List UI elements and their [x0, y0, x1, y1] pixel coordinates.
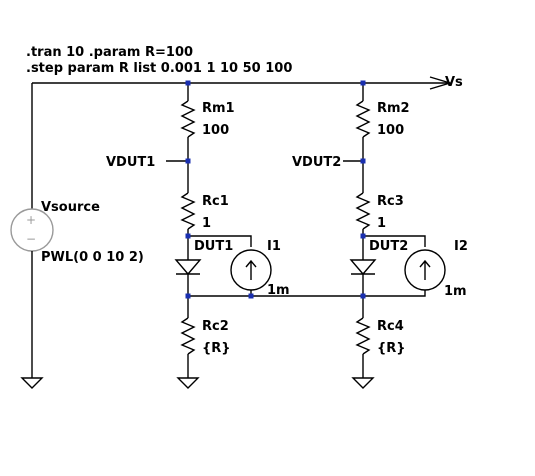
junction-bus-2 [360, 293, 366, 299]
i1-top-wire [188, 235, 252, 247]
i2-top-wire [363, 235, 426, 247]
i1-arrow-icon [245, 259, 257, 280]
dut2-label: DUT2 [369, 239, 408, 254]
rm2-value: 100 [377, 123, 404, 138]
i2-arrow-icon [419, 259, 431, 280]
directive-tran: .tran 10 .param R=100 [26, 45, 193, 60]
rm1-name: Rm1 [202, 101, 235, 116]
rc4-name: Rc4 [377, 319, 404, 334]
rm2-name: Rm2 [377, 101, 410, 116]
junction-vdut1 [185, 158, 191, 164]
rc2-name: Rc2 [202, 319, 229, 334]
i2-name: I2 [454, 239, 468, 254]
vdut1-label: VDUT1 [106, 155, 155, 170]
junction-dut2 [360, 233, 366, 239]
vsource-ground-icon [20, 377, 44, 389]
rm1-value: 100 [202, 123, 229, 138]
junction-bus-1 [185, 293, 191, 299]
rc1-resistor [180, 192, 196, 230]
rm2-resistor [355, 100, 371, 138]
vsource-name: Vsource [41, 200, 100, 215]
rc1-name: Rc1 [202, 194, 229, 209]
branch1-ground-icon [176, 377, 200, 389]
i1-name: I1 [267, 239, 281, 254]
vs-flag [429, 76, 453, 90]
rc4-resistor [355, 317, 371, 355]
rc2-value: {R} [202, 341, 231, 356]
vs-net-label: Vs [445, 75, 463, 90]
dut2-diode [349, 259, 377, 276]
branch2-ground-icon [351, 377, 375, 389]
vdut2-label: VDUT2 [292, 155, 341, 170]
junction-top-2 [360, 80, 366, 86]
junction-dut1 [185, 233, 191, 239]
i1-value: 1m [267, 283, 290, 298]
vsource-value: PWL(0 0 10 2) [41, 250, 144, 265]
dut1-diode [174, 259, 202, 276]
rc3-resistor [355, 192, 371, 230]
dut1-label: DUT1 [194, 239, 233, 254]
junction-i1 [248, 293, 254, 299]
rm1-resistor [180, 100, 196, 138]
vsource-plus: + [26, 213, 36, 227]
i2-value: 1m [444, 284, 467, 299]
i2-bottom-wire [363, 290, 426, 297]
junction-top-1 [185, 80, 191, 86]
rc1-value: 1 [202, 216, 211, 231]
rc3-name: Rc3 [377, 194, 404, 209]
rc3-value: 1 [377, 216, 386, 231]
directive-step: .step param R list 0.001 1 10 50 100 [26, 61, 292, 76]
vsource-minus: − [26, 232, 36, 246]
rc4-value: {R} [377, 341, 406, 356]
rc2-resistor [180, 317, 196, 355]
junction-vdut2 [360, 158, 366, 164]
